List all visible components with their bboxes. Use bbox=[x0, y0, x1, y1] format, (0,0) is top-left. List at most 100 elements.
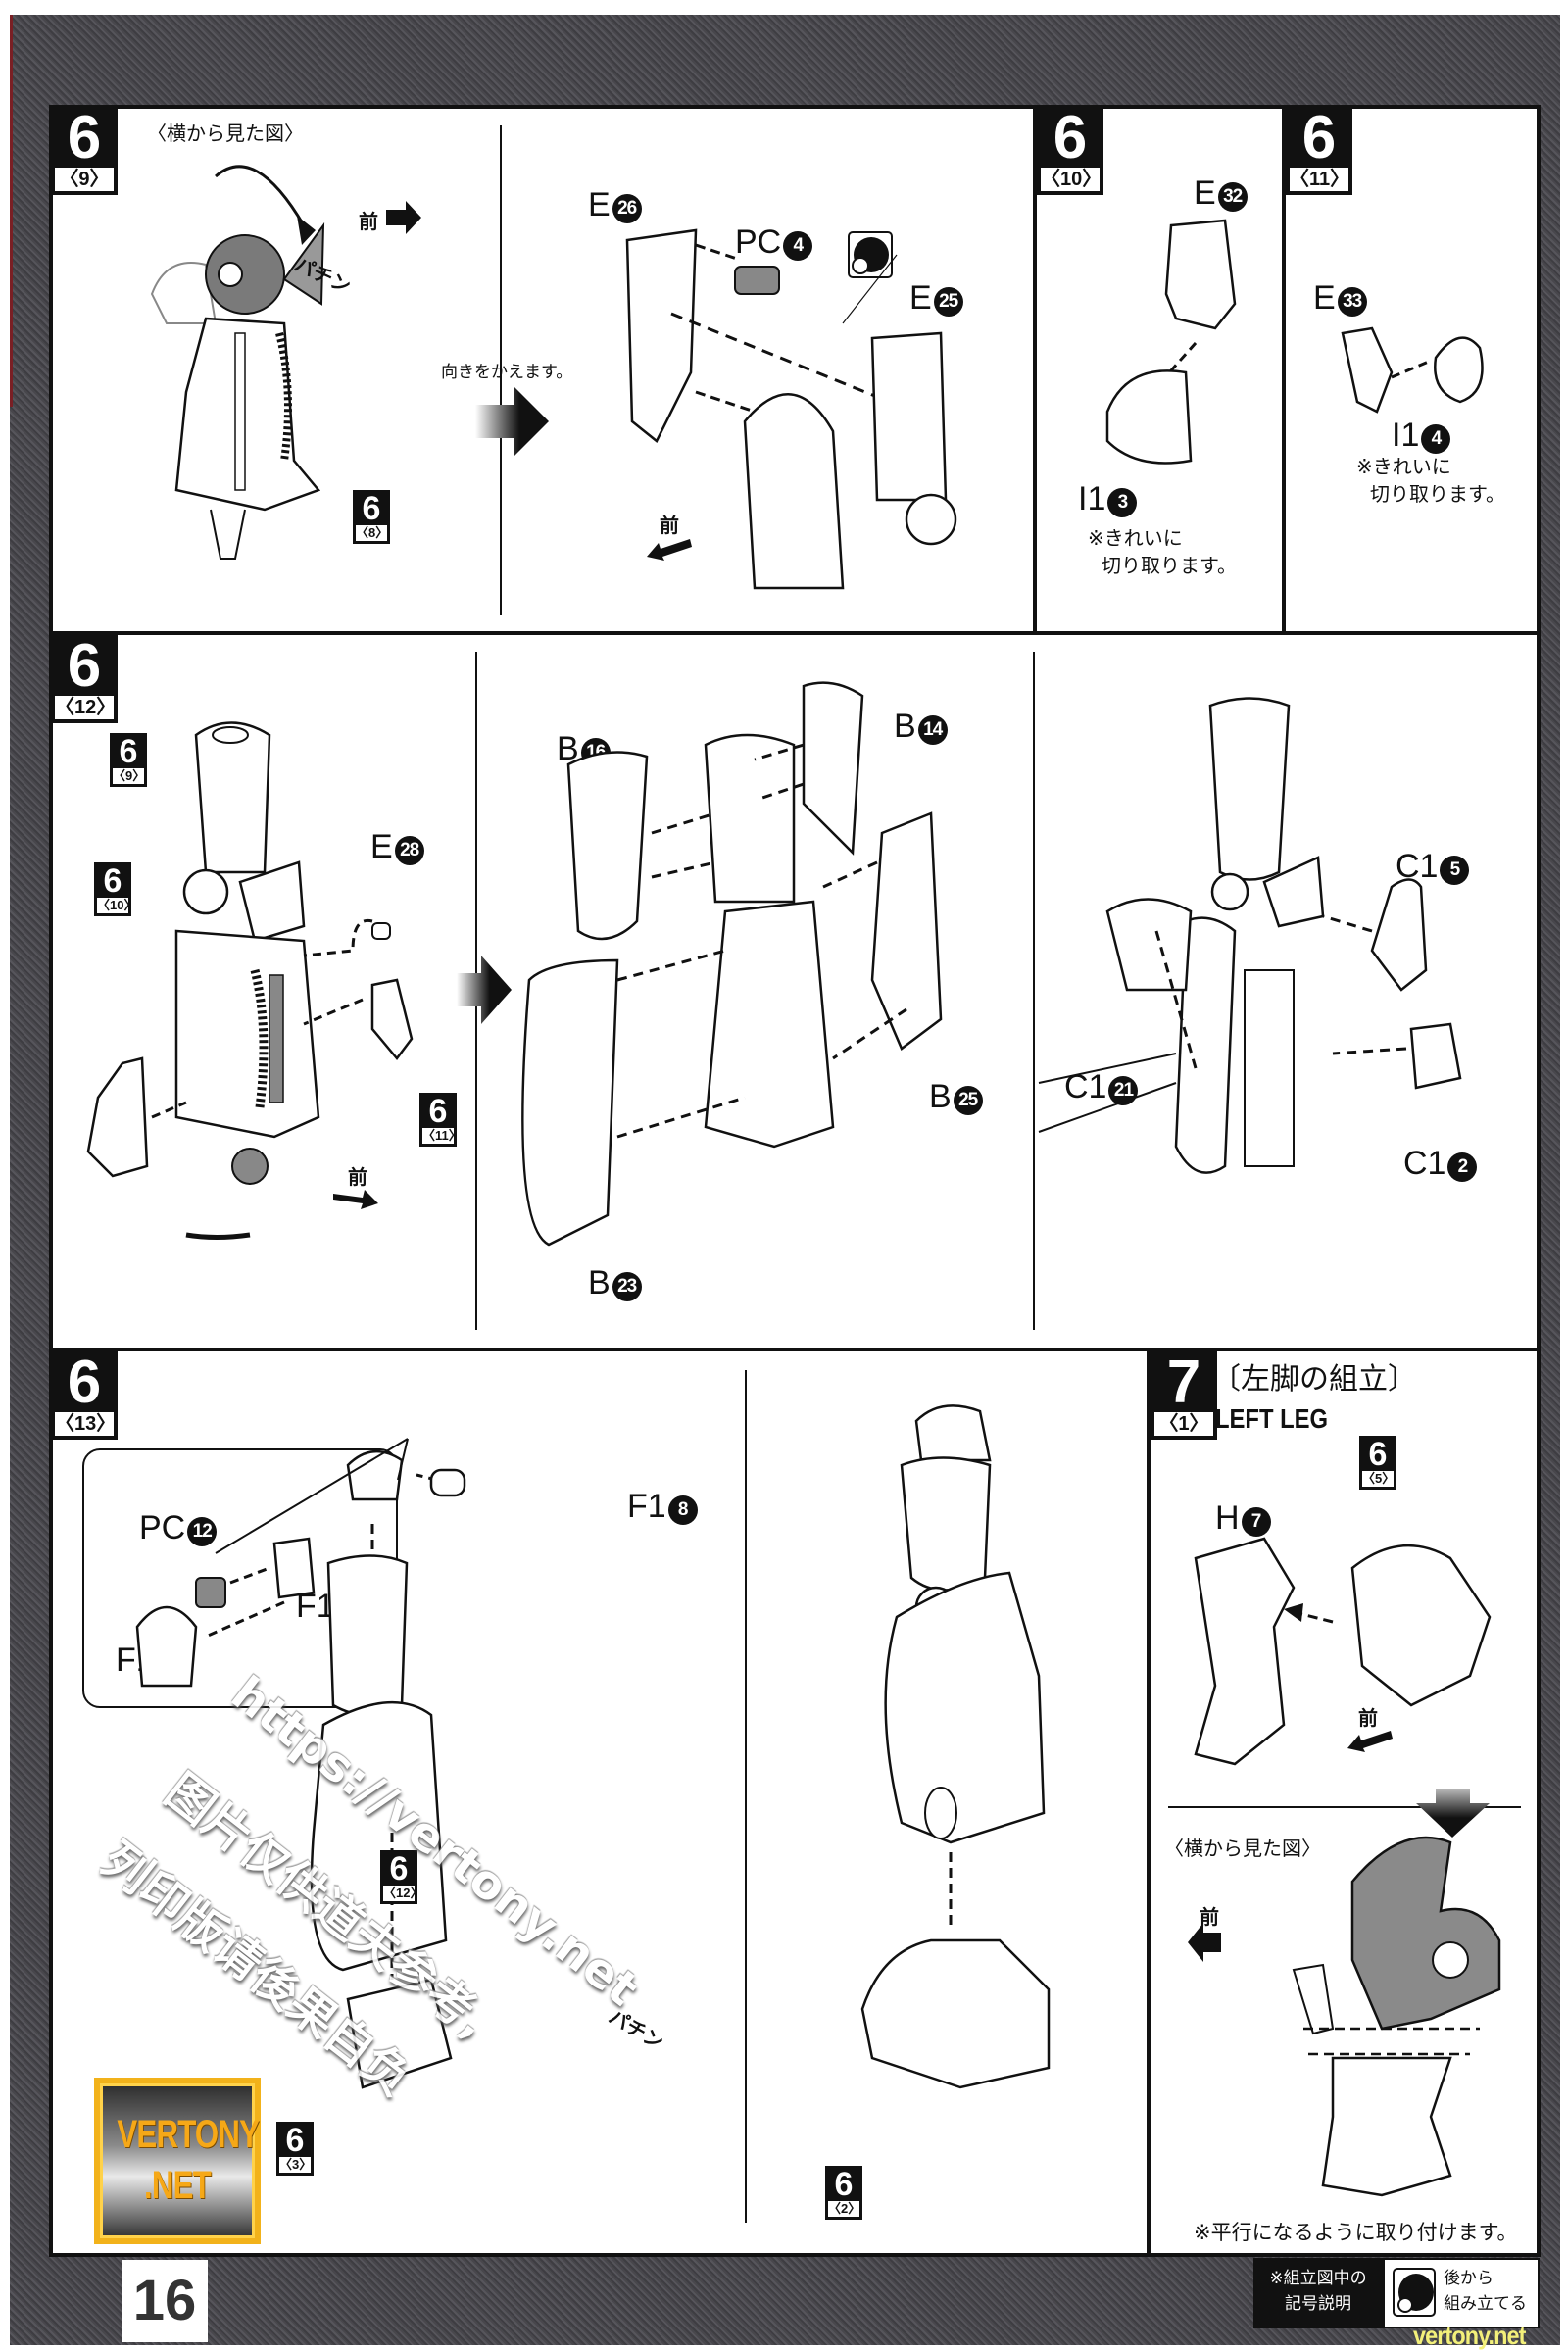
section-title-en: LEFT LEG bbox=[1215, 1403, 1329, 1434]
part-number: 3 bbox=[1107, 488, 1138, 517]
armor-assembly-drawing bbox=[521, 681, 943, 1247]
lower-leg-frame-drawing bbox=[86, 721, 414, 1240]
next-arrow-icon bbox=[475, 387, 549, 456]
legend-title-line: ※組立図中の bbox=[1269, 2269, 1367, 2288]
part-number: 14 bbox=[917, 715, 948, 745]
sub-divider bbox=[1033, 652, 1035, 1330]
section-title-jp: 〔左脚の組立〕 bbox=[1211, 1362, 1417, 1396]
part-number: 4 bbox=[783, 231, 813, 261]
ref-sub: 〈2〉 bbox=[827, 2201, 861, 2218]
down-arrow-icon bbox=[1416, 1788, 1490, 1838]
ref-badge: 6 〈11〉 bbox=[419, 1093, 462, 1147]
assemble-later-icon bbox=[1393, 2268, 1436, 2317]
assembled-leg-drawing bbox=[860, 1404, 1051, 2089]
step-sub: 〈12〉 bbox=[53, 696, 116, 721]
step-sub: 〈11〉 bbox=[1288, 168, 1350, 193]
step-sub: 〈13〉 bbox=[53, 1412, 116, 1438]
part-letter: C1 bbox=[1396, 848, 1439, 885]
step-badge: 6 〈13〉 bbox=[51, 1351, 118, 1440]
part-letter: E bbox=[1313, 279, 1336, 317]
step-sub: 〈1〉 bbox=[1152, 1412, 1215, 1438]
cut-note: ※きれいに 切り取ります。 bbox=[1088, 524, 1237, 579]
ref-badge: 6 〈12〉 bbox=[380, 1850, 423, 1904]
ref-badge: 6 〈5〉 bbox=[1359, 1436, 1396, 1490]
step-badge: 7 〈1〉 bbox=[1151, 1351, 1217, 1440]
part-letter: C1 bbox=[1064, 1068, 1107, 1105]
left-leg-frame-drawing bbox=[1194, 1537, 1492, 1766]
legend-title: ※組立図中の 記号説明 bbox=[1253, 2258, 1383, 2328]
row-divider-1 bbox=[49, 631, 1541, 635]
cut-note: ※きれいに 切り取ります。 bbox=[1356, 453, 1505, 508]
assemble-later-icon bbox=[848, 231, 893, 278]
front-label: 前 bbox=[1200, 1905, 1219, 1929]
ref-step: 6 bbox=[285, 2122, 305, 2159]
part-letter: B bbox=[929, 1078, 952, 1115]
toe-parts-drawing bbox=[1105, 219, 1237, 465]
legend-title-line: 記号説明 bbox=[1285, 2294, 1351, 2314]
shin-cover-drawing bbox=[1038, 697, 1462, 1174]
logo-text: .NET bbox=[144, 2164, 212, 2207]
heel-parts-drawing bbox=[1341, 326, 1484, 414]
part-number: 25 bbox=[933, 287, 963, 317]
step-number: 6 bbox=[1053, 104, 1088, 172]
panel-divider-7 bbox=[1147, 1348, 1151, 2257]
legend-item-line: 後から bbox=[1444, 2269, 1494, 2288]
ref-badge: 6 〈2〉 bbox=[825, 2166, 862, 2220]
part-letter: B bbox=[894, 708, 916, 745]
front-label: 前 bbox=[1358, 1706, 1378, 1730]
part-letter: I1 bbox=[1392, 416, 1420, 454]
ref-sub: 〈8〉 bbox=[355, 525, 389, 542]
part-letter: I1 bbox=[1078, 480, 1106, 517]
leg-side-view-drawing bbox=[1292, 1836, 1501, 2197]
cut-note-line: ※きれいに bbox=[1088, 526, 1183, 550]
part-number: 32 bbox=[1217, 182, 1248, 212]
part-letter: H bbox=[1215, 1499, 1240, 1537]
ref-badge: 6 〈10〉 bbox=[94, 862, 136, 916]
ref-step: 6 bbox=[119, 733, 138, 770]
vertony-logo: VERTONY .NET bbox=[94, 2078, 261, 2244]
step-number: 6 bbox=[67, 1348, 102, 1416]
side-view-label: 〈横から見た図〉 bbox=[147, 122, 304, 145]
front-arrow-icon bbox=[333, 1190, 378, 1209]
part-number: 28 bbox=[394, 836, 424, 865]
step-number: 6 bbox=[67, 104, 102, 172]
ref-sub: 〈5〉 bbox=[1361, 1471, 1396, 1488]
part-number: 2 bbox=[1447, 1152, 1478, 1182]
part-number: 5 bbox=[1440, 856, 1470, 885]
sub-divider bbox=[500, 125, 502, 615]
part-letter: B bbox=[588, 1264, 611, 1301]
part-letter: C1 bbox=[1403, 1145, 1446, 1182]
panel-divider-11 bbox=[1282, 105, 1286, 634]
part-letter: F1 bbox=[627, 1488, 666, 1525]
step-badge: 6 〈12〉 bbox=[51, 635, 118, 723]
ref-step: 6 bbox=[834, 2166, 854, 2203]
ref-step: 6 bbox=[428, 1093, 448, 1130]
side-view-label: 〈横から見た図〉 bbox=[1164, 1837, 1321, 1860]
part-number: 33 bbox=[1337, 287, 1367, 317]
ref-step: 6 bbox=[103, 862, 122, 900]
part-letter: PC bbox=[735, 223, 782, 261]
front-label: 前 bbox=[348, 1165, 368, 1189]
part-number: 12 bbox=[187, 1517, 218, 1546]
part-number: 8 bbox=[667, 1495, 698, 1525]
step-number: 6 bbox=[67, 632, 102, 700]
ref-step: 6 bbox=[389, 1850, 409, 1887]
front-arrow-icon bbox=[1348, 1731, 1393, 1752]
leg-side-view-drawing bbox=[150, 165, 325, 560]
cut-note-line: ※きれいに bbox=[1356, 455, 1451, 478]
step-number: 7 bbox=[1166, 1348, 1201, 1416]
knee-assembly-drawing bbox=[625, 228, 957, 590]
part-letter: E bbox=[588, 186, 611, 223]
part-number: 21 bbox=[1108, 1076, 1139, 1105]
ref-sub: 〈12〉 bbox=[382, 1886, 423, 1902]
logo-text: VERTONY bbox=[117, 2113, 260, 2156]
cut-note-line: 切り取ります。 bbox=[1102, 554, 1237, 577]
